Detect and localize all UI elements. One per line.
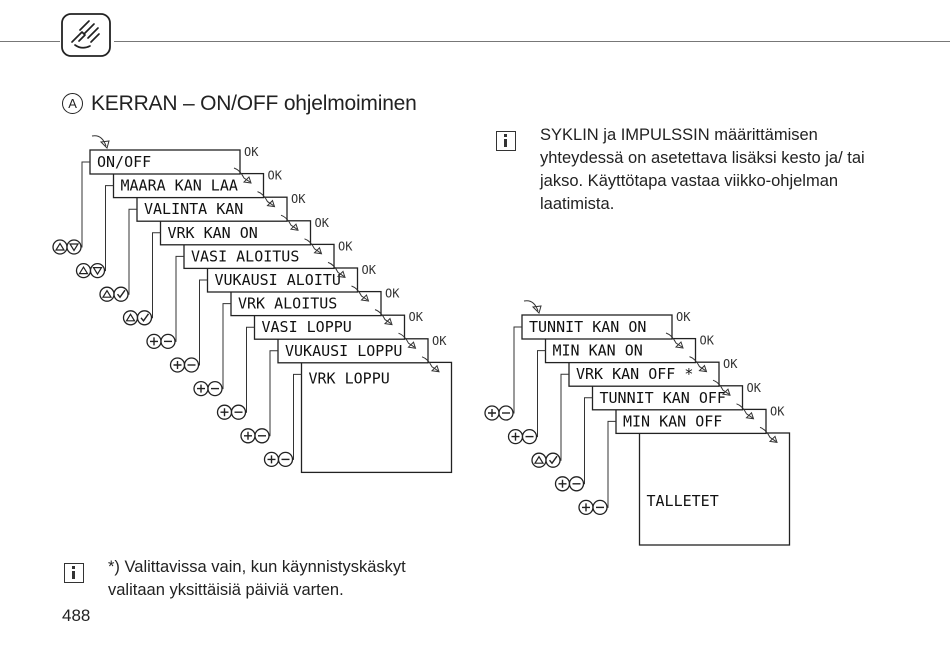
ok-label: OK <box>432 334 447 348</box>
lcd-screen-text: MIN KAN OFF <box>623 412 722 430</box>
section-badge: A <box>62 93 83 114</box>
lcd-screen: MAARA KAN LAA <box>112 172 265 199</box>
info-note-right: SYKLIN ja IMPULSSIN määrittämisen yhteyd… <box>540 126 865 213</box>
lcd-screen: MIN KAN ON <box>544 337 697 364</box>
button-minus[interactable] <box>160 333 176 350</box>
button-minus[interactable] <box>207 380 223 397</box>
button-up[interactable] <box>99 286 115 302</box>
ok-label: OK <box>362 263 377 277</box>
lcd-screen-text: VUKAUSI LOPPU <box>285 342 402 360</box>
button-up[interactable] <box>122 310 139 326</box>
info-icon <box>496 131 516 151</box>
button-confirm[interactable] <box>136 310 153 326</box>
button-plus[interactable] <box>240 428 256 444</box>
lcd-screen-text: MAARA KAN LAA <box>121 177 238 195</box>
lcd-screen: VASI ALOITUS <box>183 243 335 270</box>
ok-label: OK <box>409 310 424 324</box>
button-minus[interactable] <box>592 499 608 516</box>
lcd-screen-text: TUNNIT KAN ON <box>529 318 646 336</box>
ok-label: OK <box>770 404 785 418</box>
ok-label: OK <box>676 310 691 324</box>
button-minus[interactable] <box>568 476 585 492</box>
button-plus[interactable] <box>169 357 186 373</box>
button-plus[interactable] <box>193 380 209 397</box>
button-down[interactable] <box>66 239 82 255</box>
lcd-screen-text: TUNNIT KAN OFF <box>600 389 726 407</box>
header-rule <box>0 41 950 42</box>
ok-label: OK <box>338 239 353 253</box>
button-confirm[interactable] <box>113 286 129 302</box>
ok-label: OK <box>747 381 762 395</box>
lcd-screen-text: VASI LOPPU <box>262 318 352 336</box>
lcd-screen-text: TALLETET <box>647 492 719 510</box>
ok-label: OK <box>315 216 330 230</box>
lcd-screen: VASI LOPPU <box>253 314 406 340</box>
lcd-screen: VRK KAN ON <box>159 220 312 246</box>
lcd-screen-text: VRK ALOITUS <box>238 295 337 313</box>
button-minus[interactable] <box>521 428 538 445</box>
page-number: 488 <box>62 606 91 625</box>
button-minus[interactable] <box>277 451 294 468</box>
ok-label: OK <box>723 357 738 371</box>
button-minus[interactable] <box>183 357 200 373</box>
button-plus[interactable] <box>484 405 500 421</box>
lcd-screen-text: ON/OFF <box>97 153 151 171</box>
lcd-screen-text: VUKAUSI ALOITU <box>215 271 341 289</box>
lcd-screen: VRK LOPPU <box>300 361 453 474</box>
lcd-screen: VALINTA KAN <box>136 196 288 222</box>
button-up[interactable] <box>75 262 92 279</box>
lcd-screen-text: VRK KAN ON <box>168 224 258 242</box>
lcd-screen: TUNNIT KAN OFF <box>591 385 744 411</box>
button-plus[interactable] <box>216 404 233 420</box>
section-title-text: KERRAN – ON/OFF ohjelmoiminen <box>91 92 417 115</box>
ok-label: OK <box>244 145 259 159</box>
info-icon <box>64 563 84 583</box>
lcd-screen: TALLETET <box>638 432 791 546</box>
lcd-screen: VRK KAN OFF * <box>568 361 720 387</box>
lcd-screen: VRK ALOITUS <box>230 290 382 317</box>
button-down[interactable] <box>89 262 106 279</box>
ok-label: OK <box>700 334 715 348</box>
ok-label: OK <box>385 287 400 301</box>
button-minus[interactable] <box>254 428 270 444</box>
lcd-screen-text: VRK KAN OFF * <box>576 365 693 383</box>
button-plus[interactable] <box>507 428 524 445</box>
ok-label: OK <box>268 169 283 183</box>
button-up[interactable] <box>531 452 547 468</box>
lcd-screen: VUKAUSI LOPPU <box>277 338 429 364</box>
button-minus[interactable] <box>498 405 514 421</box>
lcd-screen: MIN KAN OFF <box>615 408 767 435</box>
button-plus[interactable] <box>578 499 594 516</box>
button-plus[interactable] <box>554 476 571 492</box>
button-confirm[interactable] <box>545 452 561 468</box>
lcd-screen-text: VALINTA KAN <box>144 200 243 218</box>
hand-icon <box>60 12 114 60</box>
button-up[interactable] <box>52 239 68 255</box>
lcd-screen-text: MIN KAN ON <box>553 342 643 360</box>
lcd-screen-text: VASI ALOITUS <box>191 247 299 265</box>
lcd-screen: VUKAUSI ALOITU <box>206 267 359 293</box>
button-plus[interactable] <box>263 451 280 468</box>
info-note-footnote: *) Valittavissa vain, kun käynnistyskäsk… <box>108 558 406 599</box>
button-plus[interactable] <box>146 333 162 350</box>
lcd-screen: TUNNIT KAN ON <box>521 314 673 340</box>
section-title: A KERRAN – ON/OFF ohjelmoiminen <box>62 92 417 116</box>
lcd-screen-text: VRK LOPPU <box>309 369 390 387</box>
ok-label: OK <box>291 192 306 206</box>
lcd-screen: ON/OFF <box>89 149 241 175</box>
button-minus[interactable] <box>230 404 247 420</box>
